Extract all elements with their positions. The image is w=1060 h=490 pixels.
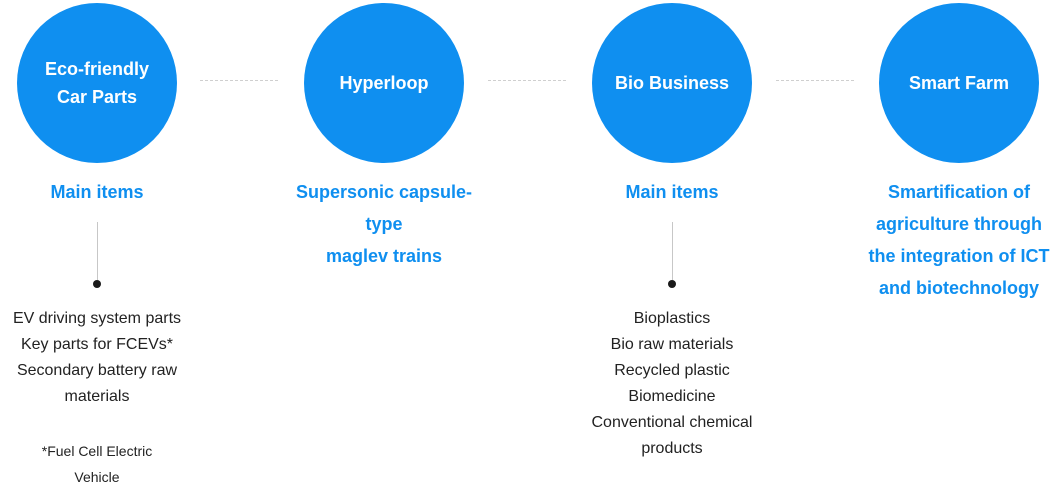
list-item: products xyxy=(641,440,703,457)
bullet-dot xyxy=(93,280,101,288)
list-item: Biomedicine xyxy=(628,388,716,405)
list-item: Conventional chemical xyxy=(591,414,753,431)
list-item: materials xyxy=(64,388,130,405)
column-eco-friendly-car-parts: Eco-friendly Car Parts Main items EV dri… xyxy=(0,0,207,486)
column-bio-business: Bio Business Main items Bioplastics Bio … xyxy=(562,0,782,486)
circle-label: Smart Farm xyxy=(908,73,1010,93)
circle-label: Bio Business xyxy=(614,73,730,93)
circle-smart-farm: Smart Farm xyxy=(879,3,1039,163)
connector-line-2 xyxy=(488,80,566,81)
footnote: *Fuel Cell Electric Vehicle xyxy=(41,443,153,485)
items-list: EV driving system parts Key parts for FC… xyxy=(0,306,217,410)
bullet-dot xyxy=(668,280,676,288)
vertical-connector xyxy=(671,222,673,280)
list-item: Key parts for FCEVs* xyxy=(20,336,174,353)
list-item: Bio raw materials xyxy=(610,336,734,353)
list-item: Recycled plastic xyxy=(614,362,730,379)
vertical-connector xyxy=(96,222,98,280)
list-item: Secondary battery raw xyxy=(16,362,178,379)
circle-hyperloop: Hyperloop xyxy=(304,3,464,163)
connector-line-3 xyxy=(776,80,854,81)
connector-line-1 xyxy=(200,80,278,81)
circle-label: Hyperloop xyxy=(339,73,429,93)
subtitle-main-items: Main items xyxy=(625,182,719,202)
column-smart-farm: Smart Farm Smartification of agriculture… xyxy=(849,0,1060,486)
list-item: Bioplastics xyxy=(633,310,711,327)
circle-label: Eco-friendly Car Parts xyxy=(44,59,150,107)
list-item: EV driving system parts xyxy=(12,310,182,327)
subtitle-main-items: Main items xyxy=(50,182,144,202)
circle-eco-friendly-car-parts: Eco-friendly Car Parts xyxy=(17,3,177,163)
subtitle-description: Smartification of agriculture through th… xyxy=(868,182,1050,298)
column-hyperloop: Hyperloop Supersonic capsule- type magle… xyxy=(274,0,494,486)
subtitle-description: Supersonic capsule- type maglev trains xyxy=(295,182,473,266)
circle-bio-business: Bio Business xyxy=(592,3,752,163)
items-list: Bioplastics Bio raw materials Recycled p… xyxy=(552,306,792,462)
